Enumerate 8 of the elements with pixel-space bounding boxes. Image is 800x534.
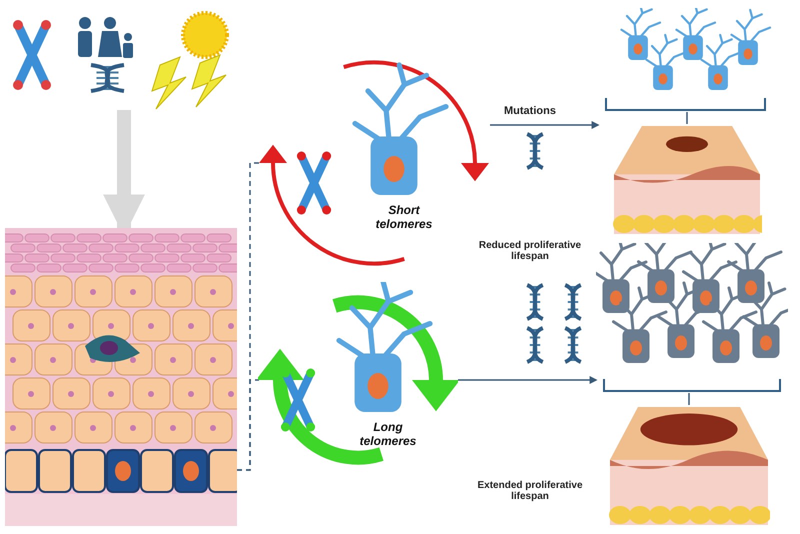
- cell-label: Long telomeres: [358, 420, 418, 448]
- edge-label: Mutations: [502, 105, 558, 117]
- arrow: [458, 376, 598, 384]
- dashed-connector: [237, 379, 259, 471]
- caption-text: Extended proliferative lifespan: [476, 480, 584, 502]
- caption-text: Reduced proliferative lifespan: [478, 240, 582, 262]
- arrow: [490, 121, 600, 129]
- cell-label: Short telomeres: [374, 203, 434, 231]
